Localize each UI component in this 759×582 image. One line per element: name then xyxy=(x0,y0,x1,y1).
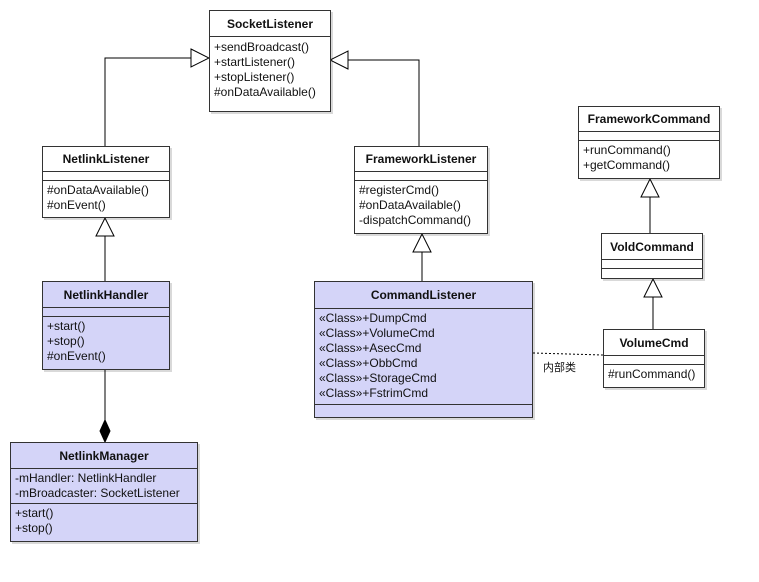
attribute: «Class»+AsecCmd xyxy=(319,341,422,355)
inner-class-label: 内部类 xyxy=(543,361,576,374)
operation: +stopListener() xyxy=(214,70,295,84)
class-name: NetlinkListener xyxy=(43,147,169,172)
edge-netlinklistener-socketlistener xyxy=(104,58,209,146)
attributes-section xyxy=(355,172,487,181)
class-framework-command[interactable]: FrameworkCommand +runCommand() +getComma… xyxy=(578,106,720,179)
attributes-section xyxy=(579,132,719,141)
operation: +getCommand() xyxy=(583,158,671,172)
attributes-section xyxy=(602,260,702,269)
attributes-section xyxy=(604,356,704,365)
attributes-section: -mHandler: NetlinkHandler -mBroadcaster:… xyxy=(11,469,197,504)
attribute: «Class»+VolumeCmd xyxy=(319,326,435,340)
operation: #onEvent() xyxy=(47,198,106,212)
operation: -dispatchCommand() xyxy=(359,213,472,227)
attribute: «Class»+DumpCmd xyxy=(319,311,427,325)
operation: #runCommand() xyxy=(608,367,696,381)
operation: +sendBroadcast() xyxy=(214,40,310,54)
operation: #onDataAvailable() xyxy=(359,198,461,212)
class-socket-listener[interactable]: SocketListener +sendBroadcast() +startLi… xyxy=(209,10,331,112)
class-netlink-manager[interactable]: NetlinkManager -mHandler: NetlinkHandler… xyxy=(10,442,198,542)
operations-section: #onDataAvailable() #onEvent() xyxy=(43,181,169,215)
attribute: «Class»+ObbCmd xyxy=(319,356,418,370)
operation: +start() xyxy=(47,319,86,333)
class-name: NetlinkManager xyxy=(11,443,197,469)
operations-section xyxy=(315,405,532,414)
attributes-section xyxy=(43,308,169,317)
operation: #onDataAvailable() xyxy=(214,85,316,99)
operation: +startListener() xyxy=(214,55,296,69)
operations-section: +start() +stop() xyxy=(11,504,197,538)
operations-section: +sendBroadcast() +startListener() +stopL… xyxy=(210,37,330,102)
class-name: VoldCommand xyxy=(602,234,702,260)
class-name: CommandListener xyxy=(315,282,532,309)
class-netlink-handler[interactable]: NetlinkHandler +start() +stop() #onEvent… xyxy=(42,281,170,370)
operations-section: #runCommand() xyxy=(604,365,704,384)
class-framework-listener[interactable]: FrameworkListener #registerCmd() #onData… xyxy=(354,146,488,234)
class-netlink-listener[interactable]: NetlinkListener #onDataAvailable() #onEv… xyxy=(42,146,170,218)
class-volume-cmd[interactable]: VolumeCmd #runCommand() xyxy=(603,329,705,388)
class-name: FrameworkListener xyxy=(355,147,487,172)
class-vold-command[interactable]: VoldCommand xyxy=(601,233,703,279)
operations-section: #registerCmd() #onDataAvailable() -dispa… xyxy=(355,181,487,230)
class-command-listener[interactable]: CommandListener «Class»+DumpCmd «Class»+… xyxy=(314,281,533,418)
operations-section xyxy=(602,269,702,278)
attributes-section xyxy=(43,172,169,181)
operation: +start() xyxy=(15,506,54,520)
class-name: SocketListener xyxy=(210,11,330,37)
attribute: -mHandler: NetlinkHandler xyxy=(15,471,157,485)
edge-frameworklistener-socketlistener xyxy=(330,60,420,146)
operations-section: +runCommand() +getCommand() xyxy=(579,141,719,175)
edge-innerclass-dashed xyxy=(532,352,604,356)
composition-diamond xyxy=(99,418,111,444)
operations-section: +start() +stop() #onEvent() xyxy=(43,317,169,366)
attribute: «Class»+StorageCmd xyxy=(319,371,437,385)
attribute: -mBroadcaster: SocketListener xyxy=(15,486,180,500)
operation: #onEvent() xyxy=(47,349,106,363)
operation: #onDataAvailable() xyxy=(47,183,149,197)
attributes-section: «Class»+DumpCmd «Class»+VolumeCmd «Class… xyxy=(315,309,532,405)
class-name: NetlinkHandler xyxy=(43,282,169,308)
class-name: FrameworkCommand xyxy=(579,107,719,132)
operation: +stop() xyxy=(15,521,53,535)
class-name: VolumeCmd xyxy=(604,330,704,356)
operation: +stop() xyxy=(47,334,85,348)
operation: +runCommand() xyxy=(583,143,671,157)
operation: #registerCmd() xyxy=(359,183,440,197)
attribute: «Class»+FstrimCmd xyxy=(319,386,429,400)
